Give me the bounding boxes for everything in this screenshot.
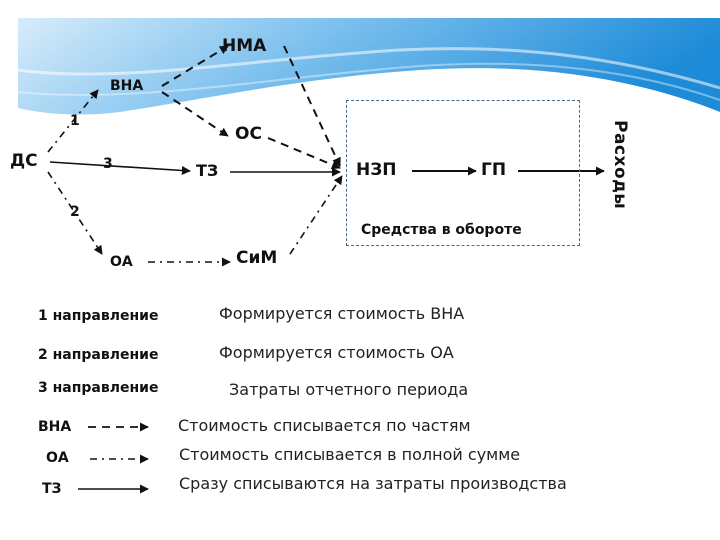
direction-3-label: 3 направление <box>38 380 159 396</box>
node-nzp: НЗП <box>356 160 397 180</box>
working-capital-box <box>346 100 580 246</box>
legend-text-oa: Стоимость списывается в полной сумме <box>179 445 521 464</box>
legend-text-vna: Стоимость списывается по частям <box>178 416 471 435</box>
direction-1-text: Формируется стоимость ВНА <box>219 304 465 323</box>
node-gp: ГП <box>481 160 507 180</box>
node-vna: ВНА <box>110 78 144 94</box>
legend-label-vna: ВНА <box>38 419 72 435</box>
node-os: ОС <box>235 124 262 144</box>
edge-number-2: 2 <box>70 204 80 220</box>
node-nma: НМА <box>222 36 267 56</box>
node-oa: ОА <box>110 254 133 270</box>
legend-text-tz: Сразу списываются на затраты производств… <box>179 474 567 493</box>
edge-ds-vna <box>47 89 99 153</box>
edge-sim-nzp <box>289 175 343 255</box>
direction-2-text: Формируется стоимость ОА <box>219 343 454 362</box>
node-sim: СиМ <box>236 248 278 268</box>
legend-label-oa: ОА <box>46 450 69 466</box>
edge-ds-oa <box>47 171 103 255</box>
edge-number-3: 3 <box>103 156 113 172</box>
node-tz: ТЗ <box>196 161 219 180</box>
direction-3-text: Затраты отчетного периода <box>229 380 469 399</box>
edge-os-nzp <box>267 137 341 170</box>
legend-label-tz: ТЗ <box>42 481 62 497</box>
header-banner <box>17 18 720 115</box>
node-ds: ДС <box>10 151 38 171</box>
working-capital-label: Средства в обороте <box>361 222 522 238</box>
edge-ds-tz <box>49 161 191 175</box>
node-expenses: Расходы <box>610 120 630 210</box>
edge-number-1: 1 <box>70 113 80 129</box>
direction-1-label: 1 направление <box>38 308 159 324</box>
direction-2-label: 2 направление <box>38 347 159 363</box>
